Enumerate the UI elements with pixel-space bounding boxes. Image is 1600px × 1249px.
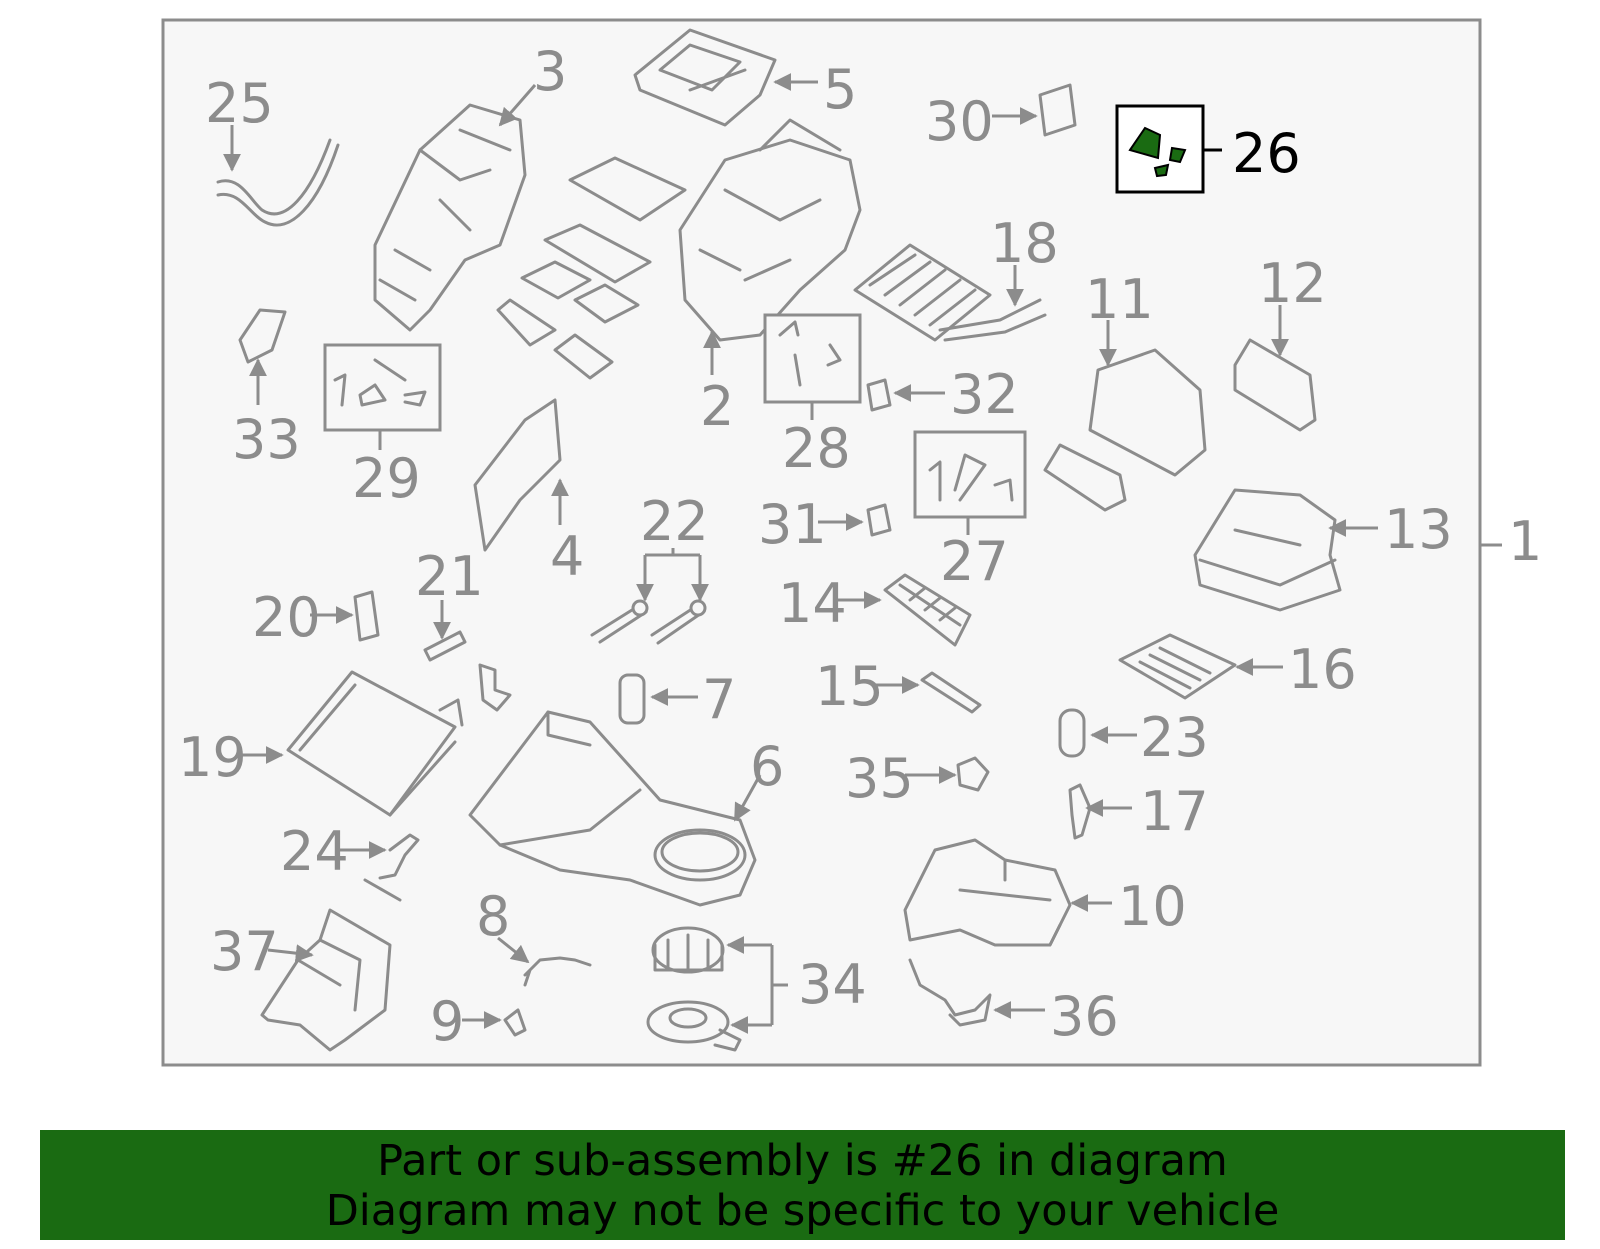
banner-line-1: Part or sub-assembly is #26 in diagram [377,1136,1228,1186]
part-8[interactable] [523,956,592,987]
part-bracket[interactable] [478,663,512,712]
callout-13[interactable]: 13 [1384,498,1453,561]
part-22-screws[interactable] [590,599,707,645]
part-filters-group[interactable] [496,156,687,380]
part-13[interactable] [1193,488,1342,612]
part-15[interactable] [920,671,982,714]
callout-18[interactable]: 18 [990,212,1059,275]
part-24[interactable] [363,833,420,902]
callout-31[interactable]: 31 [758,493,827,556]
callout-34[interactable]: 34 [798,953,867,1016]
part-31[interactable] [866,503,892,537]
callout-23[interactable]: 23 [1140,706,1209,769]
callout-29[interactable]: 29 [352,447,421,510]
part-30[interactable] [1038,83,1077,137]
callout-24[interactable]: 24 [280,820,349,883]
callout-5[interactable]: 5 [823,58,857,121]
parts-diagram: 1 2 3 4 5 6 7 8 9 10 11 12 13 14 15 16 1… [161,18,1542,1067]
callout-37[interactable]: 37 [210,920,279,983]
part-27-box[interactable] [913,430,1027,519]
part-11[interactable] [1043,348,1207,512]
callout-30[interactable]: 30 [925,90,994,153]
part-36[interactable] [908,958,992,1027]
callout-21[interactable]: 21 [415,545,484,608]
callout-9[interactable]: 9 [430,990,464,1053]
part-20[interactable] [353,590,380,642]
part-16[interactable] [1118,633,1237,700]
part-18-heater-core[interactable] [853,243,1047,342]
part-3-duct[interactable] [373,103,527,332]
part-28-box[interactable] [763,313,862,404]
callout-26[interactable]: 26 [1232,122,1301,185]
callout-8[interactable]: 8 [476,885,510,948]
callout-3[interactable]: 3 [533,40,567,103]
callout-15[interactable]: 15 [815,655,884,718]
part-35[interactable] [956,756,990,792]
callout-17[interactable]: 17 [1140,780,1209,843]
part-17[interactable] [1068,783,1092,840]
callout-16[interactable]: 16 [1288,638,1357,701]
leader-37 [267,944,314,963]
part-27[interactable] [928,453,1014,502]
callout-32[interactable]: 32 [950,363,1019,426]
part-34-blower-motor[interactable] [646,926,742,1052]
callout-33[interactable]: 33 [232,408,301,471]
leader-8 [497,936,530,964]
callout-14[interactable]: 14 [778,572,847,635]
callout-35[interactable]: 35 [845,747,914,810]
info-banner: Part or sub-assembly is #26 in diagram D… [40,1130,1565,1240]
part-6-blower-housing[interactable] [468,710,757,907]
callout-11[interactable]: 11 [1085,268,1154,331]
callout-20[interactable]: 20 [252,586,321,649]
callout-27[interactable]: 27 [940,530,1009,593]
callout-4[interactable]: 4 [550,525,584,588]
part-25-hose[interactable] [216,138,340,227]
part-7[interactable] [618,673,646,725]
callout-28[interactable]: 28 [782,417,851,480]
callout-22[interactable]: 22 [640,490,709,553]
part-9[interactable] [503,1008,527,1037]
part-19-evaporator[interactable] [286,670,464,817]
callout-1[interactable]: 1 [1508,510,1542,573]
part-4[interactable] [473,398,562,552]
leader-3 [498,84,537,127]
part-28[interactable] [778,320,842,387]
callout-6[interactable]: 6 [750,735,784,798]
leader-34 [726,936,788,1034]
callout-2[interactable]: 2 [700,375,734,438]
part-5-panel[interactable] [633,28,777,127]
part-2-housing[interactable] [678,118,862,342]
banner-line-2: Diagram may not be specific to your vehi… [325,1186,1280,1236]
part-12[interactable] [1233,338,1317,432]
leader-6 [733,774,762,822]
part-29[interactable] [333,358,427,407]
part-26[interactable] [1128,126,1187,178]
callout-7[interactable]: 7 [702,668,736,731]
part-32[interactable] [866,378,892,412]
leader-22 [636,548,709,602]
part-14[interactable] [883,573,972,647]
callout-25[interactable]: 25 [205,72,274,135]
callout-10[interactable]: 10 [1118,875,1187,938]
part-33[interactable] [238,308,287,364]
callout-36[interactable]: 36 [1050,985,1119,1048]
callout-12[interactable]: 12 [1258,252,1327,315]
callout-19[interactable]: 19 [178,726,247,789]
part-10[interactable] [903,838,1072,947]
part-23[interactable] [1058,708,1086,758]
